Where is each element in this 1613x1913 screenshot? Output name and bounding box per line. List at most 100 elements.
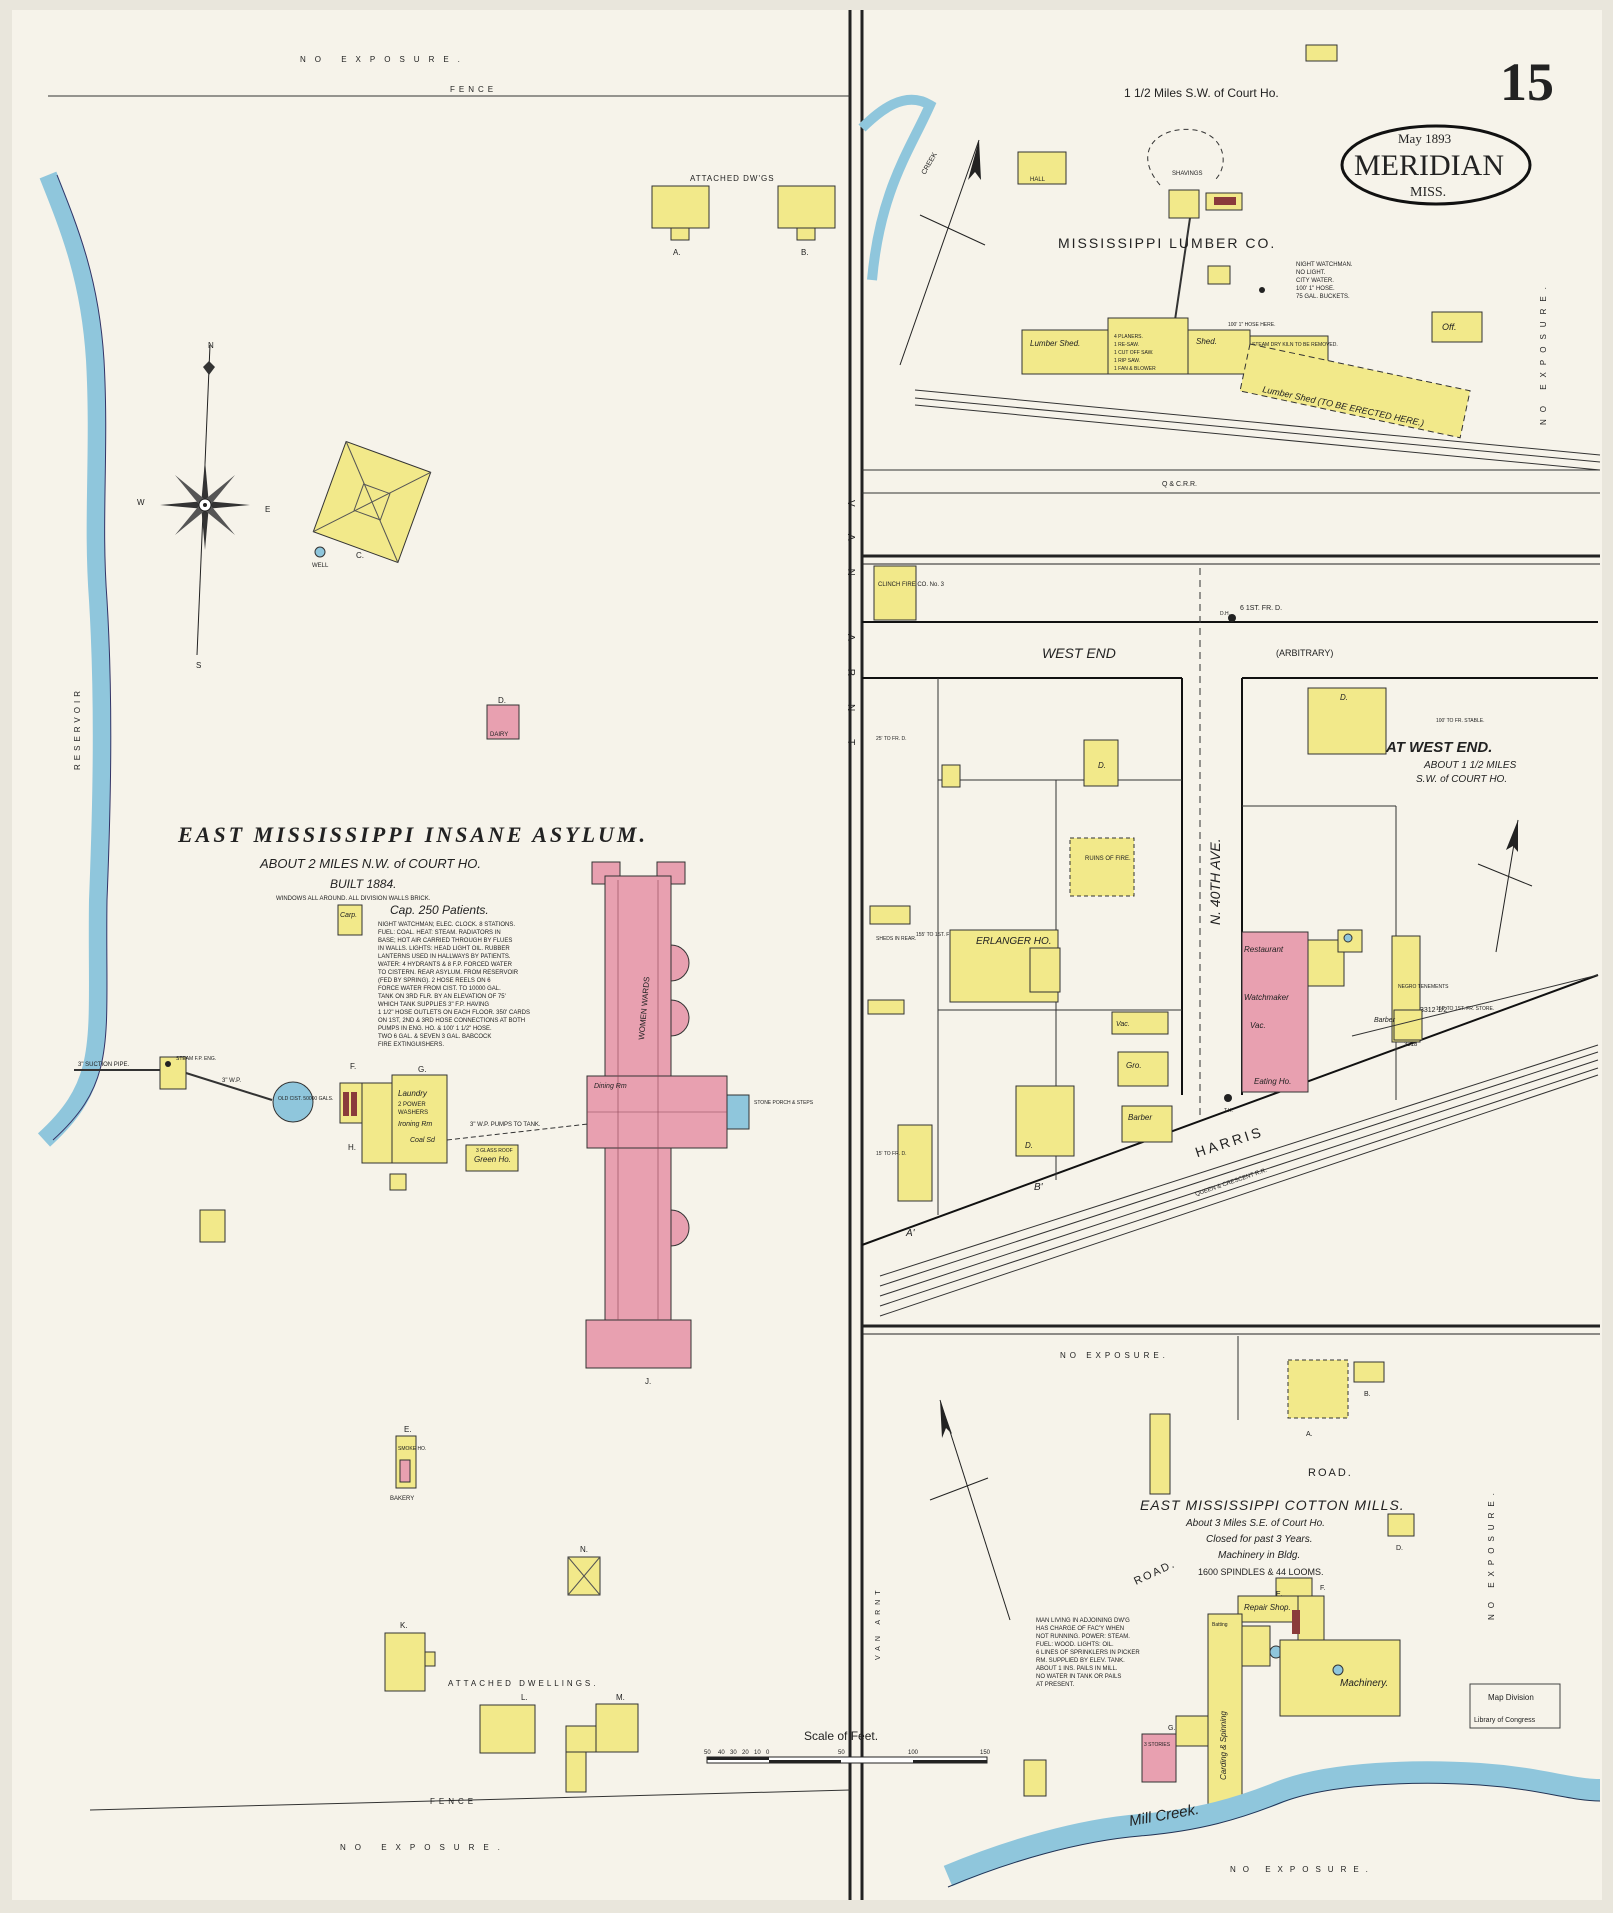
a-prime-label: A' [905, 1228, 916, 1239]
carding-label: Carding & Spinning [1219, 1711, 1228, 1780]
water-pipe-label: 3" W.P. [222, 1078, 241, 1084]
fire-co-label: CLINCH FIRE CO. No. 3 [878, 582, 945, 588]
laundry-line-0: Laundry [398, 1089, 428, 1098]
west-end-street: WEST END [1042, 645, 1116, 661]
asylum-note-8: FORCE WATER FROM CIST. TO 10000 GAL. [378, 986, 501, 992]
watchmaker-label: Watchmaker [1244, 993, 1289, 1002]
scale-tick-7: 100 [908, 1750, 919, 1756]
dairy-label: DAIRY [490, 732, 508, 738]
stamp-line-1: Map Division [1488, 1693, 1534, 1702]
mill-note-4: 6 LINES OF SPRINKLERS IN PICKER [1036, 1650, 1140, 1656]
arbitrary-label: (ARBITRARY) [1276, 648, 1333, 658]
north-arrow-cross-1 [919, 214, 986, 246]
vacant-1-label: Vac. [1116, 1021, 1130, 1028]
office-label: Off. [1442, 322, 1457, 332]
picker-label: Batting [1212, 1622, 1228, 1628]
lumber-shed-left-label: Lumber Shed. [1030, 339, 1080, 348]
barber-west [1121, 1105, 1173, 1143]
small-shed-top [1305, 44, 1338, 62]
scale-tick-3: 20 [742, 1750, 749, 1756]
letter-f: F. [350, 1062, 356, 1071]
tank [1332, 1664, 1344, 1676]
hall-label: HALL [1030, 177, 1046, 183]
building-d-lower [1015, 1085, 1075, 1157]
coal-shed-label: Coal Sd [410, 1137, 436, 1144]
building-l [479, 1704, 536, 1754]
lumber-shed-left [1021, 329, 1109, 375]
building-d-mid-label: D. [1098, 761, 1106, 770]
dining-room-label: Dining Rm [594, 1083, 627, 1090]
title-oval [1340, 124, 1532, 206]
sheet-number: 15 [1500, 52, 1554, 112]
building-a-porch [670, 227, 690, 241]
tenement-number: 3312 1/2 [1420, 1007, 1447, 1014]
main-mill [1207, 1613, 1243, 1805]
tenements-label: NEGRO TENEMENTS [1398, 984, 1449, 990]
stories-label: 3 STORIES [1144, 1742, 1171, 1748]
mill-sub2: Closed for past 3 Years. [1206, 1534, 1313, 1545]
laundry-line-2: WASHERS [398, 1110, 428, 1116]
north-arrow-cross-3 [929, 1477, 989, 1501]
barber-west-label: Barber [1128, 1113, 1152, 1122]
scale-tick-8: 150 [980, 1750, 991, 1756]
building-d-east [1307, 687, 1387, 755]
b-prime-label: B' [1034, 1182, 1044, 1193]
mill-machine-4: 1 FAN & BLOWER [1114, 366, 1156, 372]
north-arrow-head-3 [940, 1400, 952, 1438]
sheds-rear-label: SHEDS IN REAR. [876, 936, 916, 942]
scale-tick-6: 50 [838, 1750, 845, 1756]
engine-room [1241, 1625, 1271, 1667]
mill-letter-f: F. [1320, 1585, 1326, 1592]
reservoir-label: RESERVOIR [73, 687, 82, 770]
steam-pipe-label: 3" W.P. PUMPS TO TANK. [470, 1122, 541, 1128]
scale-label: Scale of Feet. [804, 1729, 878, 1743]
building-a [651, 185, 710, 229]
number-3318: 3318 [1404, 1042, 1418, 1048]
letter-d: D. [498, 696, 506, 705]
mill-road-top: ROAD. [1308, 1467, 1353, 1479]
hydrant [1259, 287, 1265, 293]
barber-east-label: Barber [1374, 1017, 1396, 1024]
asylum-note-2: BASE; HOT AIR CARRIED THROUGH BY FLUES [378, 938, 512, 944]
reservoir-bank [52, 174, 112, 1141]
barber-east [1393, 1009, 1423, 1041]
to-fr-d-3: 15' TO FR. D. [876, 1151, 907, 1157]
letter-k: K. [400, 1621, 408, 1630]
boiler-2 [351, 1092, 357, 1116]
kiln-label: STEAM DRY KILN TO BE REMOVED. [1252, 342, 1338, 348]
asylum-subtitle: ABOUT 2 MILES N.W. of COURT HO. [259, 856, 481, 871]
asylum-note-13: PUMPS IN ENG. HO. & 100' 1 1/2" HOSE. [378, 1026, 492, 1032]
right-edge-note: NO EXPOSURE. [1539, 280, 1548, 425]
building-m-wing [565, 1725, 597, 1753]
small-lot-building [941, 764, 961, 788]
machinery-building [1279, 1639, 1401, 1717]
shavings-label: SHAVINGS [1172, 171, 1203, 177]
scale-tick-0: 50 [704, 1750, 711, 1756]
fire-road-label: 6 1ST. FR. D. [1240, 605, 1282, 612]
north-arrow-head-1 [968, 140, 981, 180]
building-c [312, 440, 432, 564]
scale-tick-1: 40 [718, 1750, 725, 1756]
mill-building-i [1023, 1759, 1047, 1797]
asylum-note-1: FUEL: COAL. HEAT: STEAM. RADIATORS IN [378, 930, 501, 936]
watch-notes: NIGHT WATCHMAN. NO LIGHT. CITY WATER. 10… [1296, 262, 1353, 300]
watch-note-3: 100' 1" HOSE. [1296, 286, 1335, 292]
building-k-porch [424, 1651, 436, 1667]
north-arrow-line-3 [939, 1399, 1011, 1621]
machinery-label: Machinery. [1340, 1678, 1388, 1689]
grocery-label: Gro. [1126, 1061, 1142, 1070]
building-h [361, 1082, 393, 1164]
green-house-note: 3 GLASS ROOF [476, 1148, 513, 1154]
old-cistern [272, 1081, 314, 1123]
boiler-room [1297, 1595, 1325, 1645]
well-label: WELL [312, 563, 329, 569]
rail-tracks-middle [879, 1044, 1599, 1317]
fence-bottom-label: FENCE [430, 1797, 477, 1806]
ruins-label: RUINS OF FIRE. [1085, 856, 1131, 862]
asylum-main-building [585, 861, 750, 1369]
letter-m: M. [616, 1693, 625, 1702]
scale-tick-4: 10 [754, 1750, 761, 1756]
north-arrow-head-2 [1506, 820, 1518, 852]
scale-of-feet: Scale of Feet. 50 40 30 20 10 0 50 100 1… [704, 1729, 991, 1764]
stable-note: 100' TO FR. STABLE. [1436, 718, 1484, 724]
